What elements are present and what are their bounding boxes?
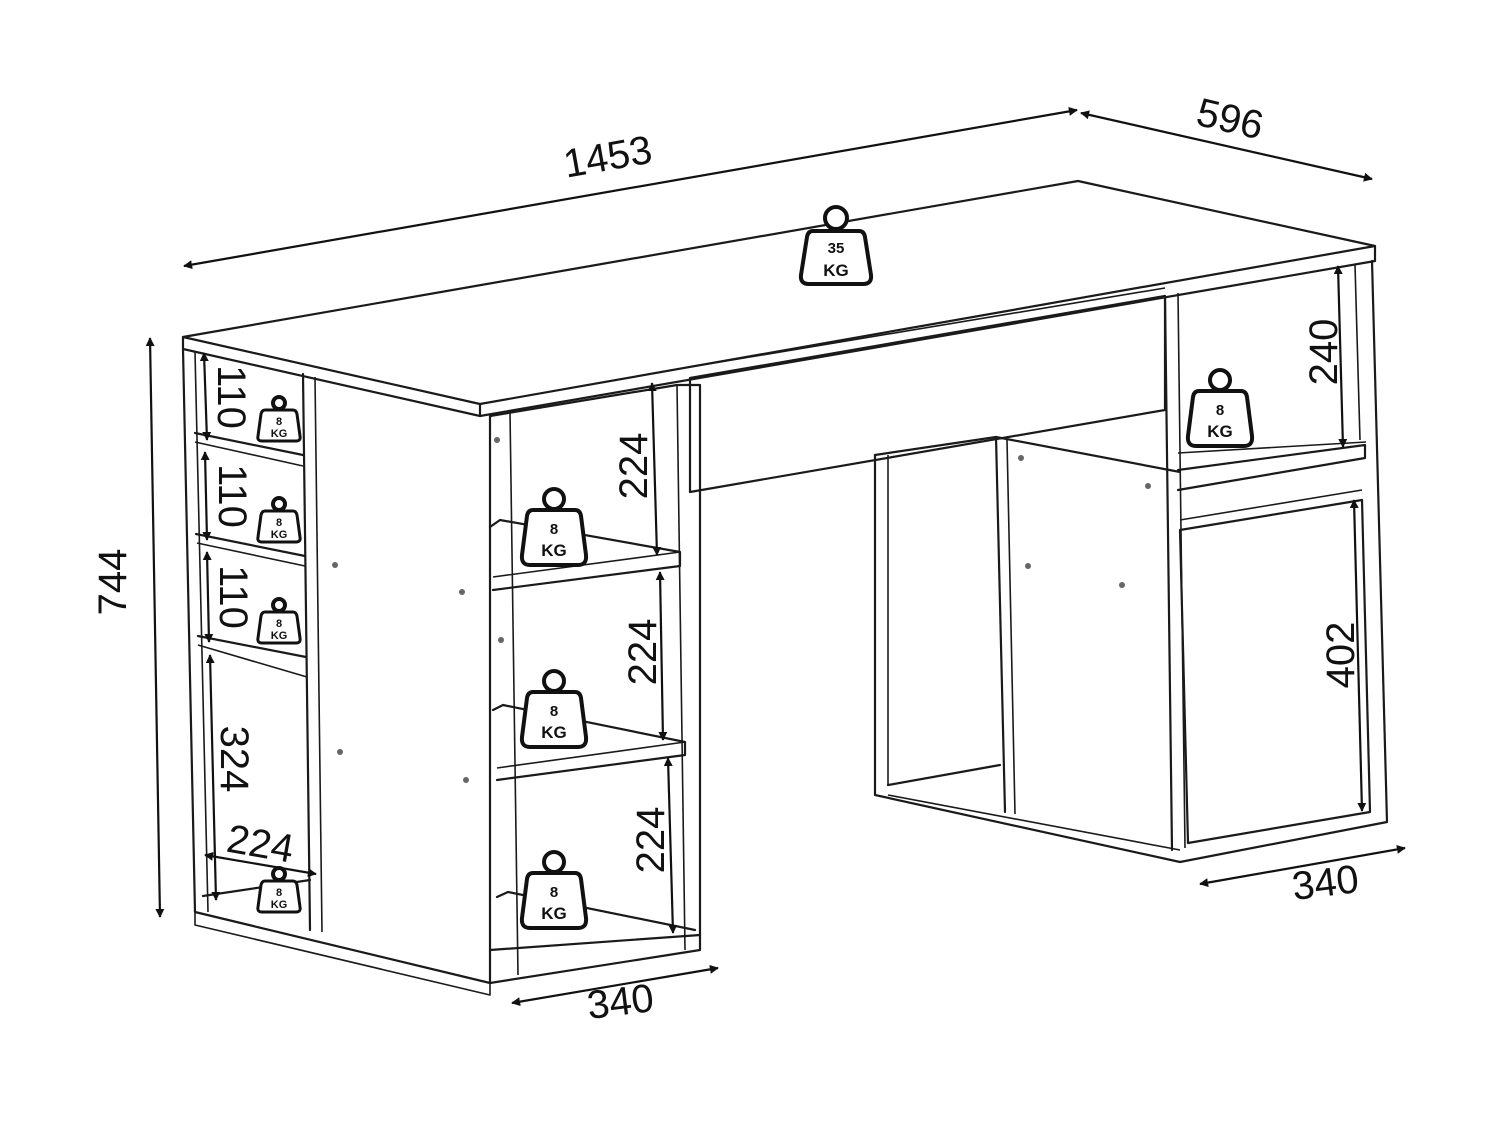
load-icons: 35 KG 8 KG 8 KG 8 KG 8 KG (256, 205, 1255, 930)
dim-right-door-label: 402 (1319, 622, 1363, 689)
load-center-shelf-2-unit: KG (541, 723, 567, 742)
dim-width-label: 1453 (560, 128, 655, 187)
load-left-shelf-3-value: 8 (276, 618, 282, 630)
weight-icon-left-bottom: 8 KG (256, 866, 302, 914)
load-left-bottom-unit: KG (271, 899, 288, 911)
load-center-shelf-1-unit: KG (541, 541, 567, 560)
load-center-bottom-value: 8 (550, 884, 558, 901)
dim-right-top-label: 240 (1302, 319, 1346, 386)
dim-left-bottom-label: 324 (212, 726, 256, 793)
load-left-shelf-2-unit: KG (271, 529, 288, 541)
dim-height-label: 744 (91, 549, 135, 616)
load-right-shelf-value: 8 (1216, 402, 1224, 419)
load-center-shelf-2-value: 8 (550, 703, 558, 720)
weight-icon-left-shelf-3: 8 KG (256, 597, 302, 645)
dim-depth-label: 596 (1192, 90, 1267, 148)
weight-icon-desktop: 35 KG (798, 205, 874, 286)
dim-left-shelf-1-label: 110 (209, 365, 253, 429)
dim-center-shelf-1-label: 224 (612, 433, 656, 500)
dim-center-shelf-3-label: 224 (629, 807, 673, 874)
desk-drawing (181, 179, 1389, 996)
weight-icon-center-bottom: 8 KG (519, 850, 589, 930)
dim-right-pedestal-depth-label: 340 (1290, 857, 1362, 909)
weight-icon-center-shelf-2: 8 KG (519, 669, 589, 749)
load-left-bottom-value: 8 (276, 887, 282, 899)
weight-icon-right-shelf: 8 KG (1185, 368, 1255, 448)
load-center-bottom-unit: KG (541, 904, 567, 923)
modesty-panel (688, 294, 1167, 494)
load-left-shelf-3-unit: KG (271, 630, 288, 642)
dim-left-inner-width-label: 224 (224, 817, 297, 872)
load-desktop-unit: KG (823, 261, 849, 280)
load-right-shelf-unit: KG (1207, 422, 1233, 441)
desktop-front-edge (478, 244, 1377, 418)
weight-icon-left-shelf-2: 8 KG (256, 496, 302, 544)
right-door (1178, 498, 1372, 845)
left-end-panel (181, 347, 492, 985)
weight-icon-center-shelf-1: 8 KG (519, 487, 589, 567)
weight-icon-left-shelf-1: 8 KG (256, 395, 302, 443)
right-pedestal (873, 259, 1389, 864)
dimension-lines (145, 106, 1406, 1007)
load-left-shelf-1-value: 8 (276, 416, 282, 428)
dim-center-shelf-2-label: 224 (621, 619, 665, 686)
load-center-shelf-1-value: 8 (550, 521, 558, 538)
load-left-shelf-1-unit: KG (271, 428, 288, 440)
load-left-shelf-2-value: 8 (276, 517, 282, 529)
dim-left-shelf-2-label: 110 (210, 464, 254, 528)
center-shelf-unit (488, 383, 702, 985)
dim-left-shelf-3-label: 110 (211, 565, 255, 629)
load-desktop-value: 35 (828, 240, 845, 257)
dim-left-pedestal-depth-label: 340 (585, 976, 657, 1028)
